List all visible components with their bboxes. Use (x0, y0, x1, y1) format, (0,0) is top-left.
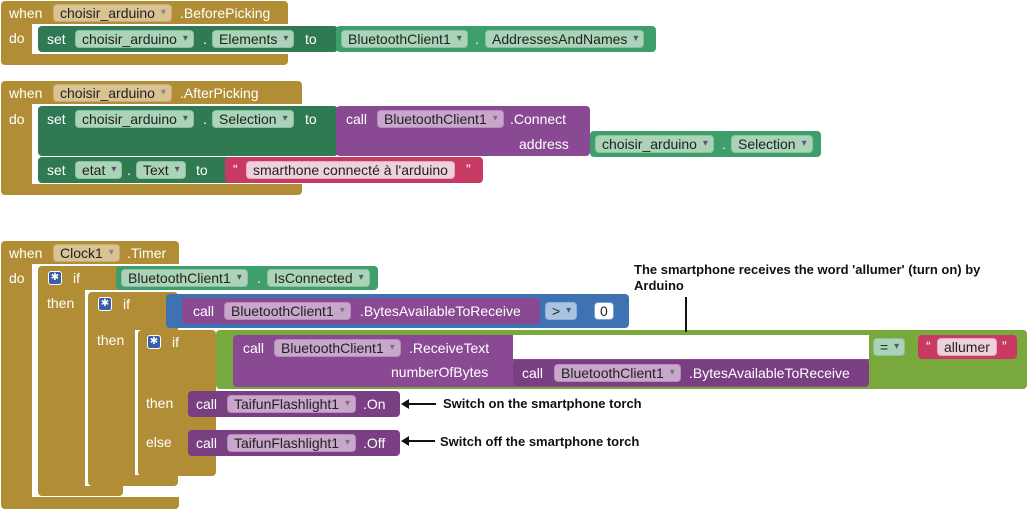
do-keyword: do (9, 30, 25, 46)
annotation-pointer-line (685, 297, 687, 332)
torch-off-annotation: Switch off the smartphone torch (440, 434, 640, 449)
call-component-dropdown[interactable]: BluetoothClient1 (224, 302, 351, 320)
call-component-dropdown[interactable]: TaifunFlashlight1 (227, 434, 357, 452)
call-keyword: call (196, 435, 218, 451)
dot-separator: . (127, 162, 131, 178)
dot-separator: . (722, 136, 726, 152)
property-dropdown[interactable]: Selection (212, 110, 294, 128)
dot-separator: . (475, 31, 479, 47)
mutator-gear-icon[interactable]: ✱ (147, 335, 161, 349)
event-component-dropdown[interactable]: Clock1 (53, 244, 120, 262)
method-name: .BytesAvailableToReceive (360, 303, 521, 319)
set-component-dropdown[interactable]: choisir_arduino (75, 110, 194, 128)
operator-dropdown[interactable]: = (873, 338, 906, 356)
close-quote-icon: ” (1002, 338, 1007, 354)
then-keyword: then (97, 332, 125, 348)
method-name: .BytesAvailableToReceive (689, 365, 850, 381)
property-dropdown[interactable]: Elements (212, 30, 295, 48)
call-component-dropdown[interactable]: BluetoothClient1 (554, 364, 681, 382)
event-name: .BeforePicking (180, 5, 271, 21)
set-component-dropdown[interactable]: etat (75, 161, 123, 179)
dot-separator: . (203, 31, 207, 47)
else-keyword: else (146, 434, 172, 450)
if-keyword: if (172, 334, 179, 350)
method-name: .Off (363, 435, 386, 451)
getter-property-dropdown[interactable]: Selection (731, 135, 813, 153)
if-keyword: if (73, 270, 80, 286)
if-keyword: if (123, 296, 130, 312)
mutator-gear-icon[interactable]: ✱ (48, 271, 62, 285)
call-keyword: call (193, 303, 215, 319)
call-component-dropdown[interactable]: TaifunFlashlight1 (227, 395, 357, 413)
to-keyword: to (305, 31, 317, 47)
annotation-arrow-line (408, 440, 435, 442)
call-keyword: call (243, 340, 265, 356)
getter-property-dropdown[interactable]: AddressesAndNames (485, 30, 645, 48)
call-component-dropdown[interactable]: BluetoothClient1 (274, 339, 401, 357)
when-keyword: when (9, 85, 43, 101)
string-value-field[interactable]: allumer (937, 338, 997, 356)
then-keyword: then (146, 395, 174, 411)
call-keyword: call (346, 111, 368, 127)
set-component-dropdown[interactable]: choisir_arduino (75, 30, 194, 48)
property-dropdown[interactable]: Text (136, 161, 186, 179)
to-keyword: to (196, 162, 208, 178)
annotation-arrow-line (408, 403, 436, 405)
arrow-left-icon (401, 436, 409, 446)
receive-text-gap (513, 335, 869, 359)
number-of-bytes-param-label: numberOfBytes (391, 364, 489, 380)
open-quote-icon: “ (233, 161, 238, 177)
call-component-dropdown[interactable]: BluetoothClient1 (377, 110, 504, 128)
call-keyword: call (522, 365, 544, 381)
method-name: .ReceiveText (409, 340, 490, 356)
dot-separator: . (203, 111, 207, 127)
getter-property-dropdown[interactable]: IsConnected (267, 269, 370, 287)
set-keyword: set (47, 162, 66, 178)
call-keyword: call (196, 396, 218, 412)
close-quote-icon: ” (466, 161, 471, 177)
getter-component-dropdown[interactable]: BluetoothClient1 (121, 269, 248, 287)
event-name: .Timer (127, 245, 167, 261)
getter-component-dropdown[interactable]: choisir_arduino (595, 135, 714, 153)
dot-separator: . (257, 270, 261, 286)
torch-on-annotation: Switch on the smartphone torch (443, 396, 642, 411)
number-value-field[interactable]: 0 (594, 302, 614, 320)
method-name: .Connect (510, 111, 567, 127)
do-keyword: do (9, 111, 25, 127)
mutator-gear-icon[interactable]: ✱ (98, 297, 112, 311)
getter-component-dropdown[interactable]: BluetoothClient1 (341, 30, 468, 48)
when-keyword: when (9, 5, 43, 21)
set-keyword: set (47, 111, 66, 127)
event-component-dropdown[interactable]: choisir_arduino (53, 4, 172, 22)
address-param-label: address (519, 136, 569, 152)
do-keyword: do (9, 270, 25, 286)
open-quote-icon: “ (926, 338, 931, 354)
receive-annotation: The smartphone receives the word 'allume… (634, 262, 981, 293)
operator-dropdown[interactable]: > (545, 302, 578, 320)
to-keyword: to (305, 111, 317, 127)
when-keyword: when (9, 245, 43, 261)
event-component-dropdown[interactable]: choisir_arduino (53, 84, 172, 102)
set-keyword: set (47, 31, 66, 47)
arrow-left-icon (401, 399, 409, 409)
string-value-field[interactable]: smarthone connecté à l'arduino (246, 161, 455, 179)
then-keyword: then (47, 295, 75, 311)
method-name: .On (363, 396, 386, 412)
event-name: .AfterPicking (180, 85, 259, 101)
